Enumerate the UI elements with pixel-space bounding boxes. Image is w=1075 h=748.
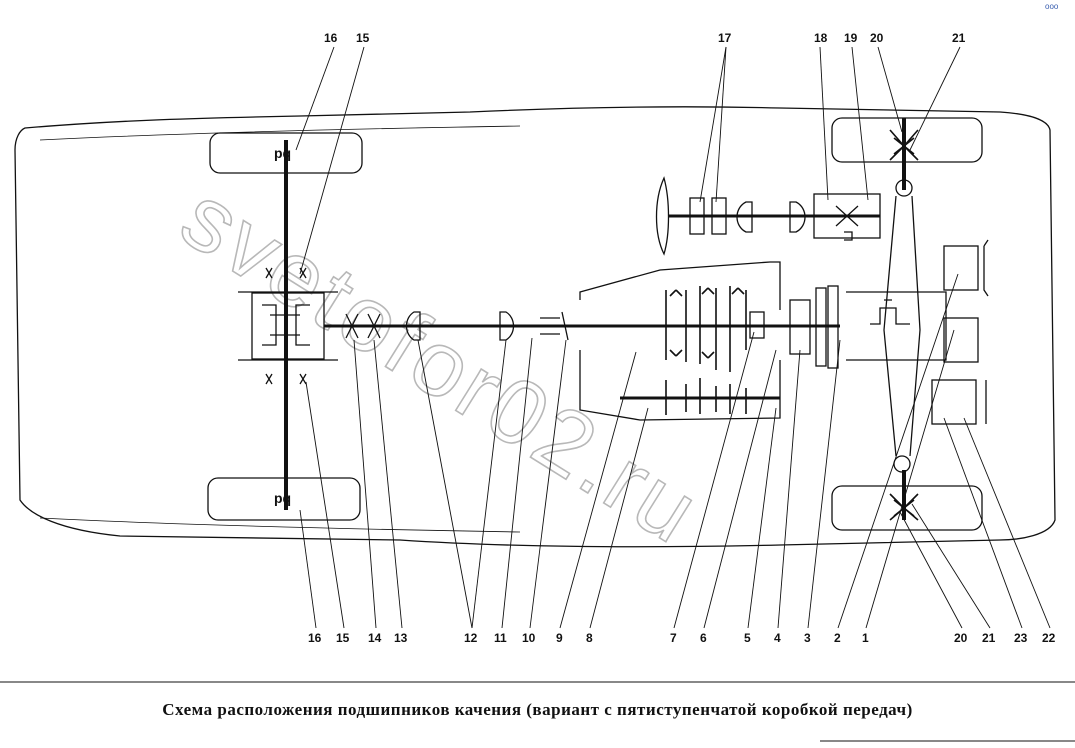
steering-joint-lower <box>789 201 806 233</box>
label-bottom-21: 21 <box>982 631 996 645</box>
label-bottom-22: 22 <box>1042 631 1056 645</box>
label-top-18: 18 <box>814 31 828 45</box>
label-bottom-3: 3 <box>804 631 811 645</box>
label-bottom-5: 5 <box>744 631 751 645</box>
label-bottom-14: 14 <box>368 631 382 645</box>
label-bottom-8: 8 <box>586 631 593 645</box>
callout-leaders <box>295 46 1051 629</box>
label-bottom-15: 15 <box>336 631 350 645</box>
front-lower-arm <box>883 195 921 457</box>
label-bottom-10: 10 <box>522 631 536 645</box>
gearbox-bearing-block-6 <box>749 311 765 339</box>
gearbox-gears <box>665 286 747 415</box>
clutch-disc <box>815 287 827 367</box>
car-body-inner-line <box>39 125 521 533</box>
rear-axle-bearings-upper <box>265 267 307 385</box>
front-wheel-bearings <box>889 129 919 521</box>
wheel-rear-right-glyph: pq <box>274 490 291 506</box>
universal-joint-front <box>499 311 515 341</box>
label-top-20: 20 <box>870 31 884 45</box>
car-body-outline <box>14 106 1056 548</box>
front-left-ball-joint <box>895 179 913 197</box>
label-bottom-9: 9 <box>556 631 563 645</box>
wheel-front-right <box>831 485 983 531</box>
label-top-21: 21 <box>952 31 966 45</box>
wheel-rear-left-glyph: pq <box>274 145 291 161</box>
steering-bearing-17a <box>689 197 705 235</box>
front-hub-bearing-22 <box>931 379 977 425</box>
wheel-front-left <box>831 117 983 163</box>
corner-mark: ooo <box>1045 2 1059 11</box>
steering-gear-box <box>813 193 881 239</box>
front-hub-bearing-upper <box>943 245 979 291</box>
label-top-15: 15 <box>356 31 370 45</box>
front-right-ball-joint <box>893 455 911 473</box>
label-bottom-11: 11 <box>494 631 507 645</box>
diagram-caption: Схема расположения подшипников качения (… <box>162 700 913 719</box>
engine-block <box>846 291 947 361</box>
watermark: svetofor02.ru <box>164 165 718 564</box>
front-hub-bearing-right <box>943 317 979 363</box>
label-bottom-20: 20 <box>954 631 968 645</box>
steering-gear-detail <box>835 205 859 241</box>
rear-differential-gears <box>262 304 310 346</box>
gearbox-housing <box>579 261 781 421</box>
pinion-bearings <box>345 313 381 339</box>
label-top-17: 17 <box>718 31 732 45</box>
label-top-19: 19 <box>844 31 858 45</box>
universal-joint-rear <box>405 311 421 341</box>
label-bottom-13: 13 <box>394 631 408 645</box>
engine-crank-detail <box>870 299 910 325</box>
label-bottom-4: 4 <box>774 631 781 645</box>
label-bottom-16: 16 <box>308 631 322 645</box>
steering-joint-upper <box>736 201 753 233</box>
label-bottom-23: 23 <box>1014 631 1028 645</box>
label-bottom-1: 1 <box>862 631 869 645</box>
label-bottom-12: 12 <box>464 631 478 645</box>
label-bottom-6: 6 <box>700 631 707 645</box>
front-hub-brackets <box>983 239 989 424</box>
label-bottom-7: 7 <box>670 631 677 645</box>
sliding-yoke <box>540 311 569 341</box>
steering-bearing-17b <box>711 197 727 235</box>
label-bottom-2: 2 <box>834 631 841 645</box>
flywheel <box>827 285 839 369</box>
steering-wheel <box>655 176 670 256</box>
label-top-16: 16 <box>324 31 338 45</box>
